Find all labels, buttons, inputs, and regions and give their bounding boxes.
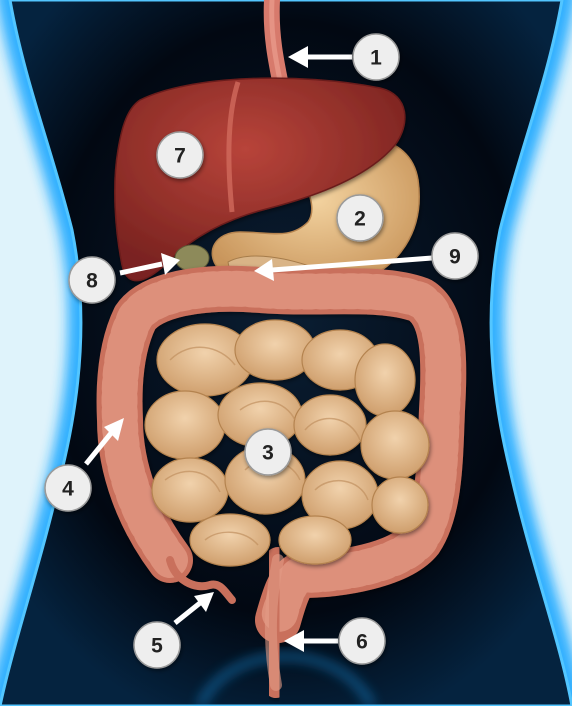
badge-2: 2 — [336, 194, 384, 242]
badge-7: 7 — [156, 131, 204, 179]
badge-2-number: 2 — [354, 208, 366, 231]
badge-9: 9 — [431, 232, 479, 280]
badge-9-number: 9 — [449, 246, 461, 269]
badge-8: 8 — [68, 256, 116, 304]
arrow-8 — [119, 261, 163, 276]
liver — [114, 77, 406, 282]
badge-5: 5 — [133, 621, 181, 669]
badge-4: 4 — [44, 464, 92, 512]
badge-1: 1 — [352, 33, 400, 81]
badge-1-number: 1 — [370, 47, 382, 70]
arrow-5 — [173, 601, 202, 625]
badge-3-number: 3 — [262, 442, 274, 465]
badge-3: 3 — [244, 428, 292, 476]
badge-4-number: 4 — [62, 478, 74, 501]
label-badges: 1 2 3 4 5 6 7 8 — [44, 33, 479, 669]
badge-7-number: 7 — [174, 145, 186, 168]
arrow-4 — [84, 430, 114, 466]
badge-6-number: 6 — [356, 631, 368, 654]
badge-6: 6 — [338, 617, 386, 665]
badge-5-number: 5 — [151, 635, 163, 658]
badge-8-number: 8 — [86, 270, 98, 293]
large-intestine — [96, 265, 467, 643]
liver-ligament — [226, 81, 241, 213]
arrow-9 — [271, 255, 433, 273]
pointer-arrows — [84, 46, 433, 652]
appendix — [166, 556, 236, 604]
small-intestine — [144, 319, 430, 567]
